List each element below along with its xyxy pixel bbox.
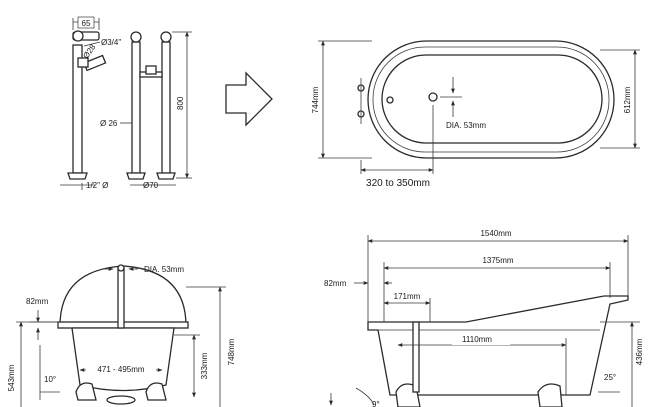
end-height-333-label: 333mm: [200, 352, 209, 379]
end-rim-82-label: 82mm: [26, 297, 49, 306]
foot-dia-70-label: Ø70: [143, 181, 159, 190]
side-length-1375-label: 1375mm: [482, 256, 513, 265]
side-height-436-label: 436mm: [635, 338, 644, 365]
side-angle-25-label: 25°: [604, 373, 616, 382]
end-angle-10-label: 10°: [44, 375, 56, 384]
side-angle-9-label: 9°: [372, 400, 380, 407]
side-length-1540-label: 1540mm: [480, 229, 511, 238]
plan-length-744-label: 744mm: [311, 86, 320, 113]
flow-arrow-icon: [225, 71, 273, 127]
end-view-drawing: DIA. 53mm 82mm 543mm 748mm 333mm 471 - 4…: [7, 264, 236, 407]
tap-dia-3-4-label: Ø3/4": [101, 38, 121, 47]
end-waste-dia-label: DIA. 53mm: [144, 265, 184, 274]
inlet-1-2-label: 1/2" Ø: [86, 181, 108, 190]
side-view-drawing: 1540mm 1375mm 82mm 171mm 1110mm 436mm 25…: [324, 229, 644, 407]
plan-waste-dia-label: DIA. 53mm: [446, 121, 486, 130]
side-rim-82-label: 82mm: [324, 279, 347, 288]
side-len-1110-label: 1110mm: [462, 335, 492, 344]
pipe-dia-26-label: Ø 26: [100, 119, 118, 128]
end-base-width-label: 471 - 495mm: [97, 365, 144, 374]
plan-view-drawing: 744mm 612mm DIA. 53mm 320 to 350mm: [311, 40, 640, 189]
standpipe-taps-drawing: 65 Ø3/4" Ø28 Ø 26 800 1/2" Ø Ø70: [60, 16, 192, 190]
tap-dia-28-label: Ø28: [81, 42, 97, 60]
end-height-748-label: 748mm: [227, 338, 236, 365]
plan-width-612-label: 612mm: [623, 86, 632, 113]
tap-height-800-label: 800: [176, 96, 185, 110]
end-height-543-label: 543mm: [7, 364, 16, 391]
tap-width-65-label: 65: [82, 19, 91, 28]
plan-tap-offset-label: 320 to 350mm: [366, 178, 430, 189]
side-len-171-label: 171mm: [394, 292, 421, 301]
